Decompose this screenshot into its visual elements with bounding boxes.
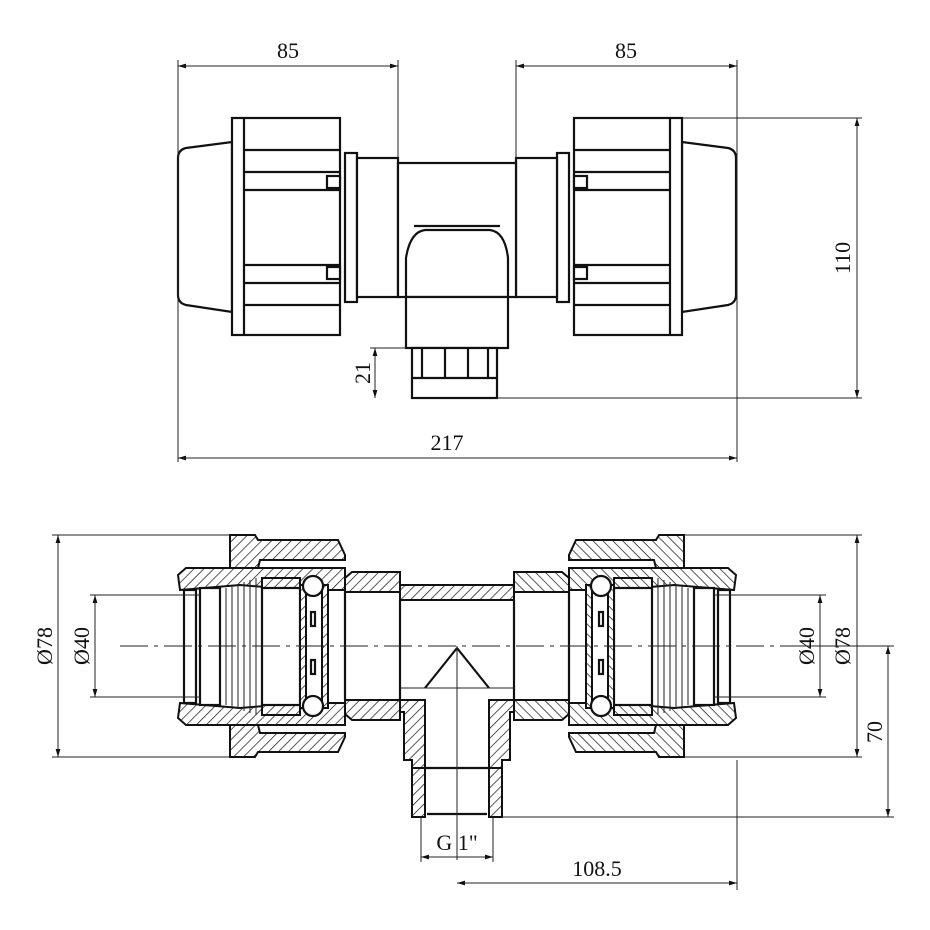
top-view <box>176 116 738 400</box>
dim-stub-length: 21 <box>350 362 375 384</box>
dim-left-length: 85 <box>277 38 299 63</box>
dim-left-outer-diameter: Ø78 <box>32 627 57 665</box>
dim-thread: G 1" <box>436 830 477 855</box>
right-connector-top <box>514 116 738 337</box>
thread-stub-top <box>410 346 499 400</box>
branch-left-wall <box>399 699 426 769</box>
dim-branch-offset: 108.5 <box>572 856 622 881</box>
section-view <box>120 533 800 860</box>
dim-overall-length: 217 <box>431 430 464 455</box>
dim-height: 110 <box>830 242 855 274</box>
branch-body-top <box>404 295 510 350</box>
dim-left-inner-diameter: Ø40 <box>69 627 94 665</box>
branch-right-wall <box>488 699 515 769</box>
dim-branch-height: 70 <box>862 721 887 743</box>
left-connector-top <box>176 116 400 337</box>
section-dimensions: Ø78 Ø40 Ø40 Ø78 70 G 1" 108.5 <box>32 534 894 890</box>
tee-top-wall <box>399 584 515 601</box>
dim-right-length: 85 <box>615 38 637 63</box>
top-dimensions: 85 85 110 21 217 <box>177 38 862 462</box>
